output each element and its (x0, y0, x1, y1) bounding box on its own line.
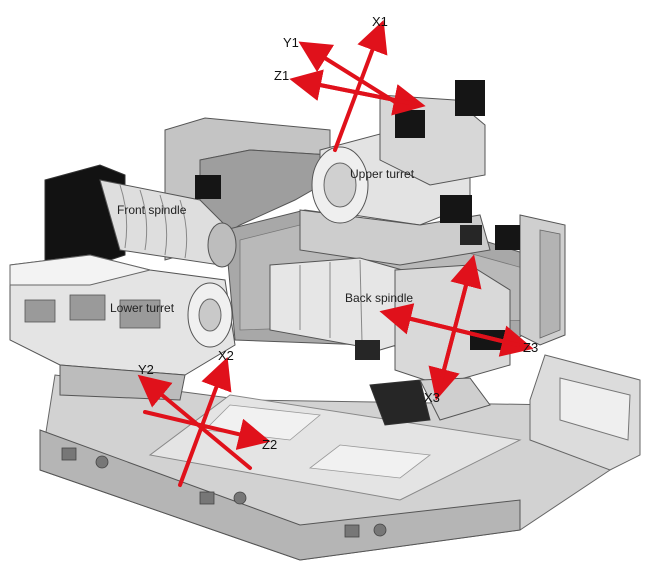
x1-label: X1 (372, 14, 388, 29)
front-spindle (44, 164, 237, 271)
axis-arrows (137, 20, 534, 487)
y1-arrow (298, 41, 402, 107)
z3-label: Z3 (523, 340, 538, 355)
upper-turret (299, 80, 520, 266)
z1-label: Z1 (274, 68, 289, 83)
upper-turret-label: Upper turret (350, 167, 415, 181)
x3-label: X3 (424, 390, 440, 405)
back-spindle (269, 257, 511, 426)
part-labels: Upper turret Front spindle Lower turret … (110, 167, 415, 315)
z2-label: Z2 (262, 437, 277, 452)
lower-turret-label: Lower turret (110, 301, 175, 315)
back-spindle-label: Back spindle (345, 291, 413, 305)
y2-label: Y2 (138, 362, 154, 377)
axis-labels: X1 Y1 Z1 X2 Y2 Z2 Z3 X3 (138, 14, 538, 452)
z2-arrow (143, 410, 271, 450)
y1-label: Y1 (283, 35, 299, 50)
lower-turret (9, 254, 236, 401)
x2-label: X2 (218, 348, 234, 363)
front-spindle-label: Front spindle (117, 203, 187, 217)
